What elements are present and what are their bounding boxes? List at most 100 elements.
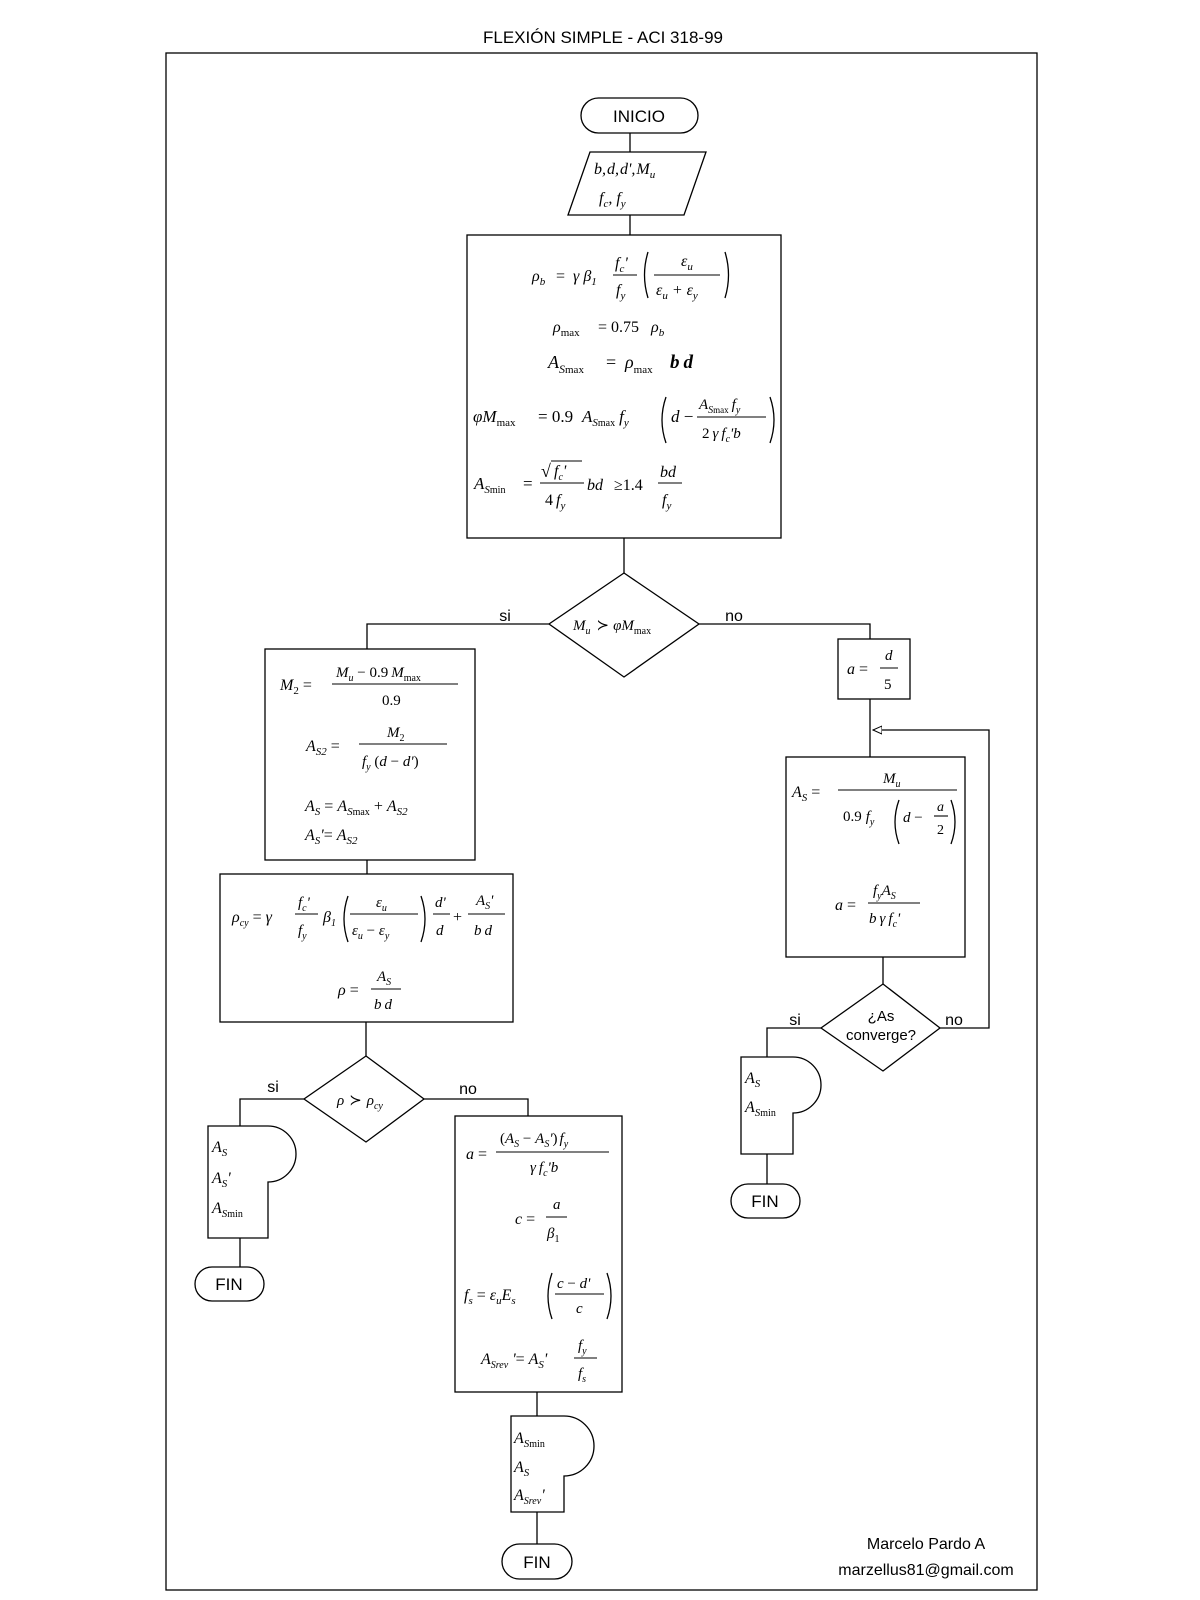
output-display: AS AS' ASmin xyxy=(207,1125,297,1239)
svg-text:AS =: AS = xyxy=(791,784,820,804)
svg-text:4fy: 4fy xyxy=(545,492,565,512)
svg-text:εu: εu xyxy=(681,253,693,273)
svg-text:=: = xyxy=(523,474,533,493)
svg-text:fy: fy xyxy=(662,492,671,512)
svg-text:ρmax: ρmax xyxy=(552,319,580,339)
svg-text:εu + εy: εu + εy xyxy=(656,282,698,302)
display-shape xyxy=(740,1056,822,1155)
svg-text:fyAS: fyAS xyxy=(873,883,896,902)
svg-text:ASmin: ASmin xyxy=(211,1200,243,1220)
terminal-shape xyxy=(580,97,699,134)
svg-text:ASrev': ASrev' xyxy=(513,1487,545,1507)
svg-text:≥1.4: ≥1.4 xyxy=(614,477,643,494)
process-box xyxy=(454,1115,623,1393)
svg-text:fy: fy xyxy=(298,923,307,942)
process-box xyxy=(837,638,911,700)
svg-text:ASmin: ASmin xyxy=(744,1099,776,1119)
process-box xyxy=(219,873,514,1023)
svg-text:M2 =: M2 = xyxy=(279,677,312,697)
input-parallelogram xyxy=(567,151,707,216)
flow-connectors xyxy=(239,133,990,1544)
terminal-shape xyxy=(730,1183,801,1219)
svg-text:γβ1: γβ1 xyxy=(573,268,597,288)
svg-text:ρ≻ρcy: ρ≻ρcy xyxy=(336,1093,383,1112)
svg-text:fc, fy: fc, fy xyxy=(599,190,626,210)
svg-text:ASmax: ASmax xyxy=(547,352,584,376)
svg-text:(AS − AS')fy: (AS − AS')fy xyxy=(500,1131,569,1150)
svg-text:β1: β1 xyxy=(322,909,336,929)
svg-text:fc': fc' xyxy=(554,463,567,483)
svg-text:=: = xyxy=(556,268,565,285)
branch-label-no: no xyxy=(945,1012,963,1029)
input-data-block: b,d,d',Mu fc, fy xyxy=(567,151,707,216)
svg-text:d −: d − xyxy=(671,407,693,426)
svg-text:converge?: converge? xyxy=(846,1027,916,1044)
svg-text:=: = xyxy=(606,352,616,372)
svg-text:d: d xyxy=(885,648,893,664)
svg-text:¿As: ¿As xyxy=(868,1008,895,1025)
branch-label-yes: si xyxy=(267,1079,279,1096)
svg-text:bd: bd xyxy=(660,464,677,481)
svg-text:ASrev '= AS': ASrev '= AS' xyxy=(480,1351,548,1371)
end-terminal: FIN xyxy=(194,1266,265,1302)
end-label: FIN xyxy=(523,1553,550,1572)
initial-depth-process: a = d 5 xyxy=(837,638,911,700)
decision-ratio-check: ρ≻ρcy xyxy=(302,1055,426,1143)
svg-text:M2: M2 xyxy=(386,725,405,744)
start-terminal: INICIO xyxy=(580,97,699,134)
svg-text:ρb: ρb xyxy=(531,268,546,288)
svg-text:d': d' xyxy=(435,895,447,911)
svg-text:εu − εy: εu − εy xyxy=(352,923,390,942)
end-terminal: FIN xyxy=(730,1183,801,1219)
svg-text:bd: bd xyxy=(670,352,694,373)
page-title: FLEXIÓN SIMPLE - ACI 318-99 xyxy=(483,28,723,47)
svg-text:bd: bd xyxy=(587,477,604,494)
svg-text:c =: c = xyxy=(515,1211,535,1228)
svg-text:ASmin: ASmin xyxy=(473,474,505,496)
svg-text:d −: d − xyxy=(903,810,923,826)
svg-text:AS': AS' xyxy=(475,893,494,912)
svg-text:ρmax: ρmax xyxy=(624,352,653,376)
svg-text:= 0.9: = 0.9 xyxy=(538,407,573,426)
terminal-shape xyxy=(501,1543,573,1580)
author-email: marzellus81@gmail.com xyxy=(838,1562,1013,1579)
svg-text:φMmax: φMmax xyxy=(473,407,516,429)
svg-text:Mu≻φMmax: Mu≻φMmax xyxy=(572,618,651,637)
svg-text:5: 5 xyxy=(884,677,892,693)
output-display: AS ASmin xyxy=(740,1056,822,1155)
svg-text:Mu: Mu xyxy=(882,771,901,790)
svg-text:ρcy = γ: ρcy = γ xyxy=(231,909,273,929)
svg-text:AS: AS xyxy=(211,1139,228,1159)
branch-label-yes: si xyxy=(789,1012,801,1029)
end-terminal: FIN xyxy=(501,1543,573,1580)
svg-text:fy: fy xyxy=(616,282,625,302)
svg-text:AS: AS xyxy=(376,969,391,988)
svg-text:ρ =: ρ = xyxy=(337,982,359,999)
svg-text:ASmin: ASmin xyxy=(513,1430,545,1450)
process-box xyxy=(466,234,782,539)
svg-text:a =: a = xyxy=(847,661,868,678)
start-label: INICIO xyxy=(613,107,665,126)
end-label: FIN xyxy=(215,1275,242,1294)
svg-text:fs = εuEs: fs = εuEs xyxy=(464,1287,516,1307)
svg-text:β1: β1 xyxy=(546,1226,559,1245)
svg-text:ρb: ρb xyxy=(650,319,665,339)
decision-diamond xyxy=(302,1055,426,1143)
svg-text:fc': fc' xyxy=(615,255,628,275)
svg-text:a =: a = xyxy=(835,897,856,914)
display-shape xyxy=(207,1125,297,1239)
terminal-shape xyxy=(194,1266,265,1302)
svg-text:d: d xyxy=(436,923,444,939)
svg-text:fs: fs xyxy=(578,1366,586,1385)
svg-text:√: √ xyxy=(541,461,551,481)
yield-ratio-process: ρcy = γ fc' fy β1 εu εu − εy d' d + AS' … xyxy=(219,873,514,1023)
display-shape xyxy=(510,1415,595,1513)
svg-text:γfc'b: γfc'b xyxy=(530,1160,559,1179)
svg-text:c: c xyxy=(576,1301,583,1317)
